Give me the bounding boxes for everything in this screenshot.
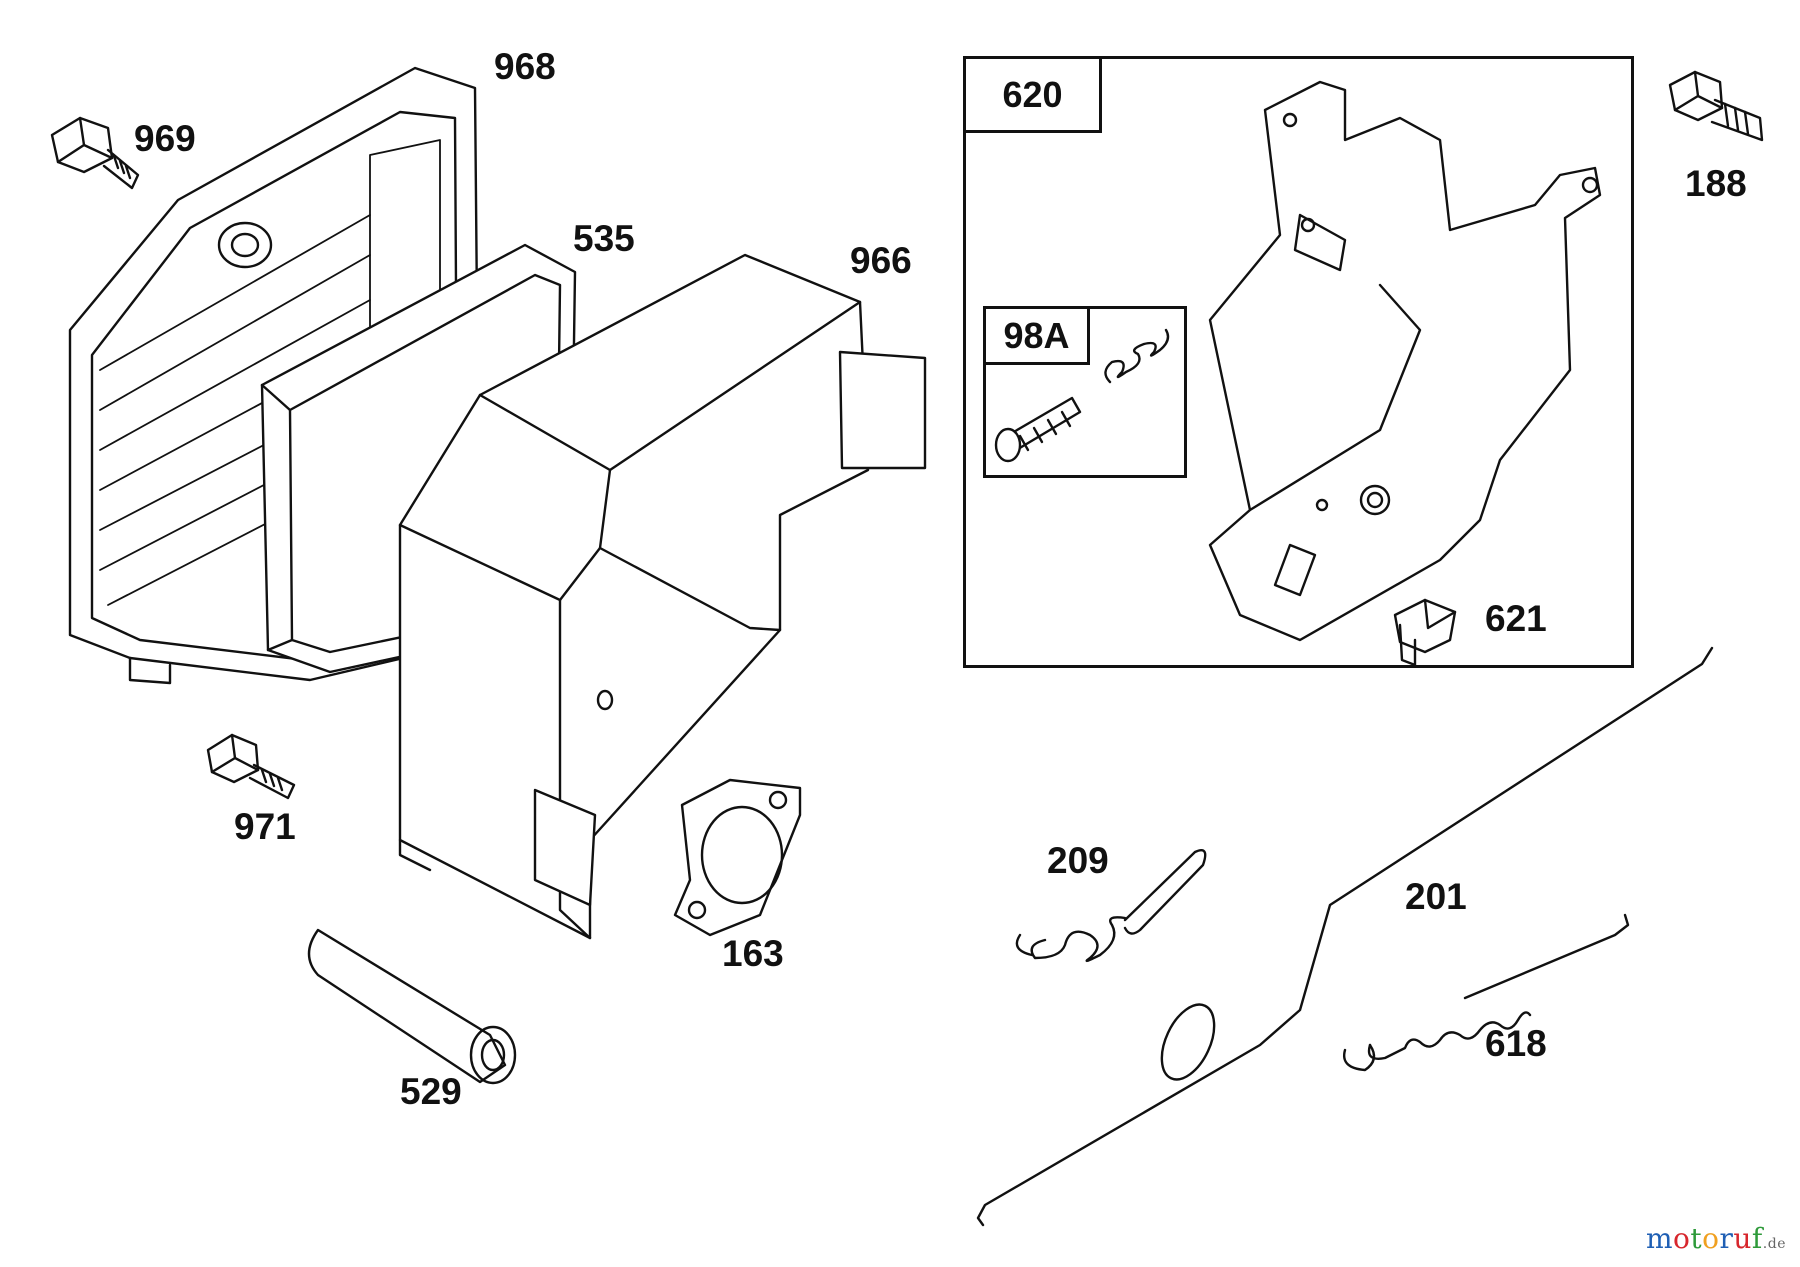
motoruf-watermark: motoruf.de (1646, 1222, 1786, 1255)
gasket-163 (673, 778, 802, 937)
watermark-letter: o (1702, 1222, 1720, 1255)
part-label-163: 163 (722, 933, 784, 974)
part-label-621: 621 (1485, 598, 1547, 639)
screw-969 (50, 116, 140, 190)
governor-assembly-box: 620 (963, 56, 1634, 668)
part-label-529: 529 (400, 1071, 462, 1112)
watermark-letter: m (1645, 1222, 1673, 1255)
box-98a-tag: 98A (986, 309, 1090, 365)
spring-618 (1343, 913, 1630, 1072)
watermark-letters: motoruf (1646, 1222, 1763, 1255)
governor-control-bracket-620 (1208, 80, 1602, 642)
part-label-209: 209 (1047, 840, 1109, 881)
part-label-618: 618 (1485, 1023, 1547, 1064)
watermark-letter: f (1751, 1222, 1763, 1255)
watermark-suffix: .de (1762, 1236, 1786, 1252)
watermark-letter: r (1719, 1222, 1734, 1255)
bolt-188 (1668, 70, 1764, 142)
box-98a-label: 98A (1003, 314, 1070, 356)
screw-spring-box: 98A (983, 306, 1187, 478)
part-label-188: 188 (1685, 163, 1747, 204)
part-label-971: 971 (234, 806, 296, 847)
watermark-letter: t (1690, 1222, 1703, 1255)
tube-529 (307, 928, 517, 1085)
watermark-letter: u (1733, 1222, 1752, 1255)
air-cleaner-base-966 (398, 253, 927, 940)
governor-rod-201 (976, 646, 1714, 1227)
part-label-968: 968 (494, 46, 556, 87)
part-label-535: 535 (573, 218, 635, 259)
screw-971 (206, 733, 296, 800)
spring-209 (1015, 849, 1207, 963)
box-620-tag: 620 (966, 59, 1102, 133)
part-label-201: 201 (1405, 876, 1467, 917)
clip-621 (1393, 598, 1457, 667)
box-620-label: 620 (1002, 73, 1063, 115)
part-label-966: 966 (850, 240, 912, 281)
watermark-letter: o (1673, 1222, 1691, 1255)
part-label-969: 969 (134, 118, 196, 159)
screw-and-spring-98a (994, 328, 1170, 463)
